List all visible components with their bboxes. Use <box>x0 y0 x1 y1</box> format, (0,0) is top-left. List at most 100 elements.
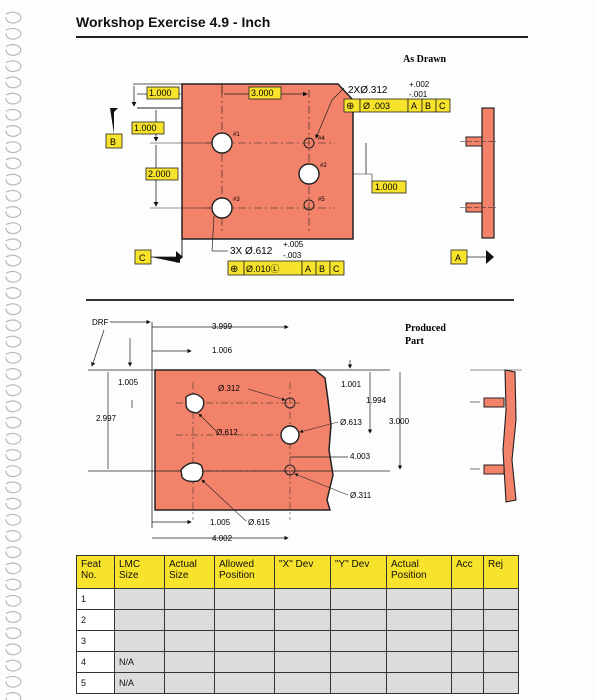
spiral-ring <box>5 692 22 700</box>
prod-dim-3999: 3.999 <box>212 322 233 331</box>
dim-1000-top: 1.000 <box>149 88 172 98</box>
entry-cell[interactable] <box>164 672 215 694</box>
prod-dim-3000: 3.000 <box>389 417 410 426</box>
spiral-ring <box>5 125 22 138</box>
entry-cell[interactable] <box>214 630 275 652</box>
spiral-ring <box>5 254 22 267</box>
entry-cell[interactable] <box>330 651 387 673</box>
entry-cell[interactable] <box>164 651 215 673</box>
entry-cell[interactable] <box>330 609 387 631</box>
produced-hole-2 <box>280 425 300 445</box>
entry-cell[interactable] <box>386 588 452 610</box>
prod-size-0312: Ø.312 <box>218 384 240 393</box>
col-acc: Acc <box>451 555 484 589</box>
entry-cell[interactable] <box>214 588 275 610</box>
dim-2000: 2.000 <box>148 169 171 179</box>
as-drawn-label: As Drawn <box>403 54 446 65</box>
entry-cell[interactable]: N/A <box>114 651 165 673</box>
table-row: 3 <box>76 630 519 652</box>
entry-cell[interactable] <box>214 609 275 631</box>
produced-hole-1 <box>185 393 205 414</box>
entry-cell[interactable] <box>274 630 331 652</box>
datum-c: C <box>139 253 146 263</box>
prod-dim-1005-x: 1.005 <box>210 518 231 527</box>
entry-cell[interactable] <box>451 672 484 694</box>
spiral-ring <box>5 659 22 672</box>
entry-cell[interactable] <box>274 651 331 673</box>
entry-cell[interactable] <box>274 609 331 631</box>
spiral-ring <box>5 675 22 688</box>
spiral-ring <box>5 562 22 575</box>
spiral-ring <box>5 189 22 202</box>
entry-cell[interactable] <box>483 630 519 652</box>
col-x-dev: "X" Dev <box>274 555 331 589</box>
col-rej: Rej <box>483 555 519 589</box>
as-drawn-part <box>181 83 354 240</box>
spiral-ring <box>5 222 22 235</box>
entry-cell[interactable] <box>330 588 387 610</box>
hole-label-5: #5 <box>318 197 325 203</box>
entry-cell[interactable] <box>214 672 275 694</box>
entry-cell[interactable] <box>451 651 484 673</box>
side-view-plate <box>481 107 495 239</box>
callout-2x-tol: Ø .003 <box>363 101 390 111</box>
entry-cell[interactable] <box>330 630 387 652</box>
entry-cell[interactable] <box>386 672 452 694</box>
entry-cell[interactable] <box>274 672 331 694</box>
produced-side-view-plate <box>502 369 517 503</box>
callout-2x-ref-b: B <box>425 101 431 111</box>
entry-cell[interactable] <box>114 609 165 631</box>
entry-cell[interactable]: N/A <box>114 672 165 694</box>
feat-number-cell: 4 <box>76 651 115 673</box>
entry-cell[interactable] <box>451 588 484 610</box>
callout-3x-ref-a: A <box>305 264 311 274</box>
table-row: 2 <box>76 609 519 631</box>
spiral-ring <box>5 287 22 300</box>
spiral-ring <box>5 76 22 89</box>
spiral-ring <box>5 270 22 283</box>
spiral-ring <box>5 465 22 478</box>
entry-cell[interactable] <box>483 672 519 694</box>
entry-cell[interactable] <box>214 651 275 673</box>
prod-dim-1005-y: 1.005 <box>118 378 139 387</box>
entry-cell[interactable] <box>386 651 452 673</box>
spiral-ring <box>5 44 22 57</box>
entry-cell[interactable] <box>164 609 215 631</box>
entry-cell[interactable] <box>386 609 452 631</box>
datum-b: B <box>110 137 116 147</box>
callout-3x-ref-c: C <box>333 264 340 274</box>
entry-cell[interactable] <box>164 588 215 610</box>
entry-cell[interactable] <box>451 609 484 631</box>
hole-label-3: #3 <box>233 197 240 203</box>
prod-size-0615: Ø.615 <box>248 518 270 527</box>
table-header-row: Feat No. LMC Size Actual Size Allowed Po… <box>76 555 519 589</box>
section-divider <box>86 299 514 301</box>
datum-a: A <box>455 253 461 263</box>
col-actual-position: Actual Position <box>386 555 452 589</box>
prod-dim-1006: 1.006 <box>212 346 233 355</box>
prod-dim-1994: 1.994 <box>366 396 387 405</box>
spiral-ring <box>5 206 22 219</box>
spiral-ring <box>5 594 22 607</box>
spiral-ring <box>5 384 22 397</box>
entry-cell[interactable] <box>483 588 519 610</box>
spiral-ring <box>5 643 22 656</box>
entry-cell[interactable] <box>114 630 165 652</box>
col-actual-size: Actual Size <box>164 555 215 589</box>
spiral-ring <box>5 11 22 24</box>
entry-cell[interactable] <box>483 651 519 673</box>
callout-3x-plus: +.005 <box>283 240 304 249</box>
results-table: Feat No. LMC Size Actual Size Allowed Po… <box>76 555 519 694</box>
entry-cell[interactable] <box>330 672 387 694</box>
entry-cell[interactable] <box>483 609 519 631</box>
entry-cell[interactable] <box>451 630 484 652</box>
entry-cell[interactable] <box>274 588 331 610</box>
produced-hole-3 <box>180 462 204 483</box>
hole-3 <box>211 197 233 219</box>
prod-dim-2997: 2.997 <box>96 414 117 423</box>
hole-label-1: #1 <box>233 132 240 138</box>
entry-cell[interactable] <box>164 630 215 652</box>
entry-cell[interactable] <box>386 630 452 652</box>
entry-cell[interactable] <box>114 588 165 610</box>
